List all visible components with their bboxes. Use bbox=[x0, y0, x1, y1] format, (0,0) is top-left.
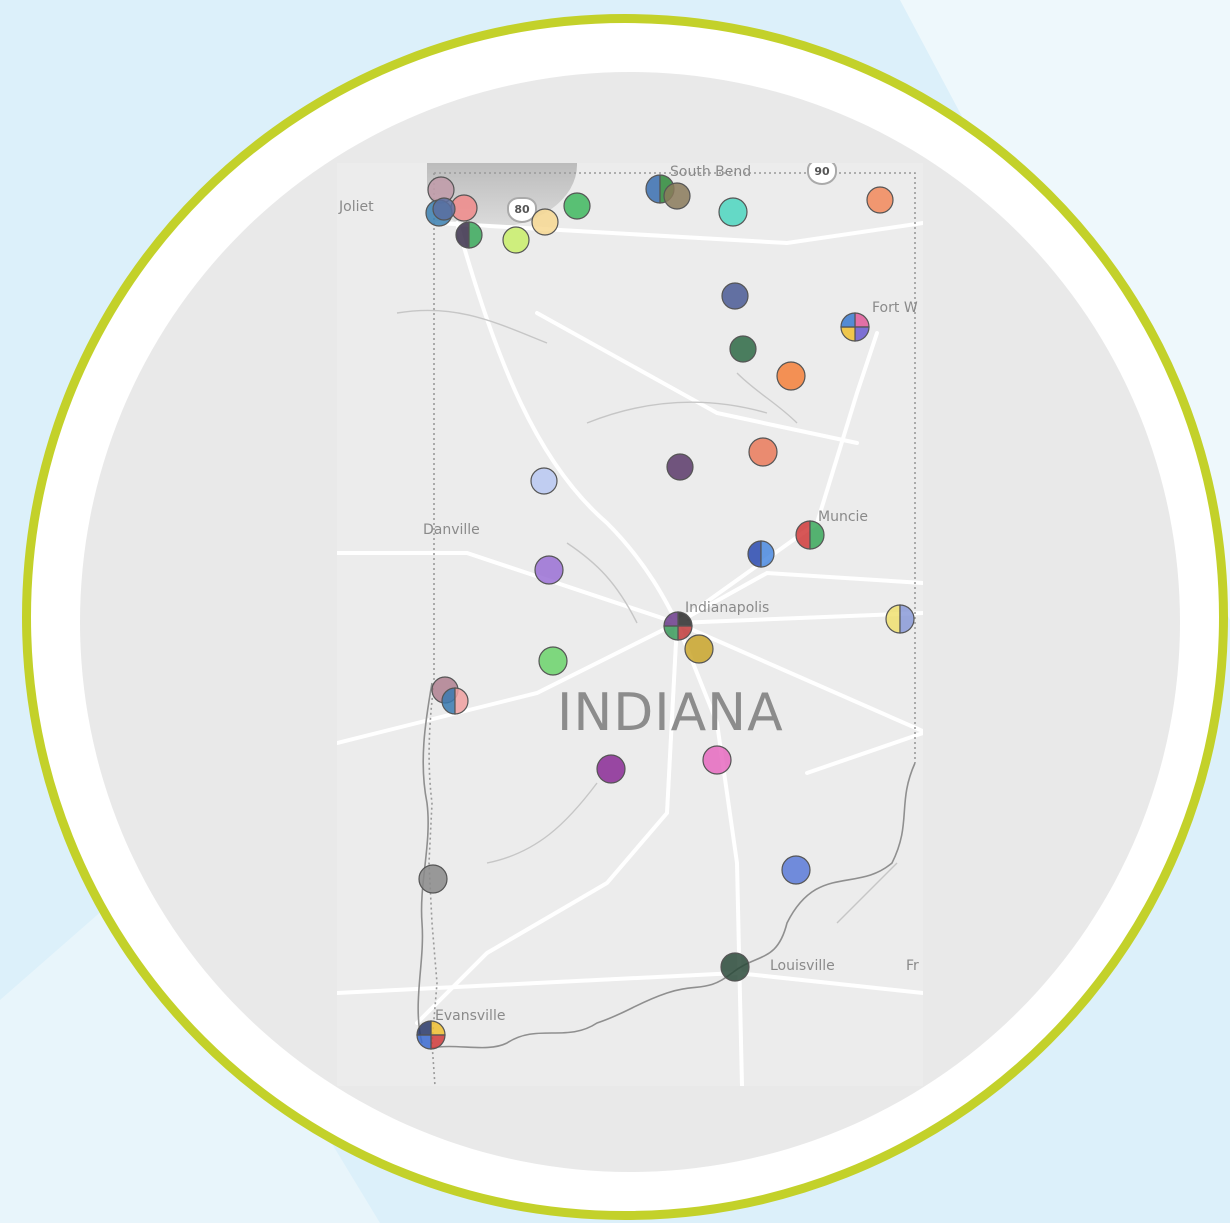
city-label-louisville: Louisville bbox=[770, 958, 835, 974]
state-label: INDIANA bbox=[557, 683, 784, 743]
map-marker[interactable] bbox=[441, 687, 456, 715]
city-label-indianapolis: Indianapolis bbox=[685, 600, 770, 616]
map-marker[interactable] bbox=[866, 186, 894, 214]
map-marker[interactable] bbox=[760, 540, 775, 568]
map-marker[interactable] bbox=[596, 754, 626, 784]
map-marker[interactable] bbox=[530, 467, 558, 495]
map-marker[interactable] bbox=[899, 604, 915, 634]
map-marker[interactable] bbox=[720, 952, 750, 982]
map-marker[interactable] bbox=[663, 182, 691, 210]
map-marker[interactable] bbox=[502, 226, 530, 254]
map-marker[interactable] bbox=[534, 555, 564, 585]
map-marker[interactable] bbox=[538, 646, 568, 676]
indiana-map[interactable]: 80 90 Joliet South Bend Fort W Danville … bbox=[337, 163, 923, 1086]
map-marker[interactable] bbox=[781, 855, 811, 885]
map-marker[interactable] bbox=[563, 192, 591, 220]
map-marker[interactable] bbox=[795, 520, 811, 550]
map-marker[interactable] bbox=[747, 540, 762, 568]
map-marker[interactable] bbox=[721, 282, 749, 310]
map-marker[interactable] bbox=[885, 604, 901, 634]
city-label-fr: Fr bbox=[906, 958, 919, 974]
map-marker[interactable] bbox=[684, 634, 714, 664]
map-marker[interactable] bbox=[645, 174, 661, 204]
map-marker[interactable] bbox=[748, 437, 778, 467]
map-marker[interactable] bbox=[416, 1020, 446, 1050]
map-marker[interactable] bbox=[454, 687, 469, 715]
map-marker[interactable] bbox=[531, 208, 559, 236]
city-label-south-bend: South Bend bbox=[670, 164, 752, 180]
map-marker[interactable] bbox=[718, 197, 748, 227]
map-marker[interactable] bbox=[809, 520, 825, 550]
city-label-joliet: Joliet bbox=[339, 199, 374, 215]
map-marker[interactable] bbox=[663, 611, 693, 641]
map-roads-and-borders bbox=[337, 172, 923, 1086]
map-marker[interactable] bbox=[729, 335, 757, 363]
city-label-danville: Danville bbox=[423, 522, 480, 538]
city-label-muncie: Muncie bbox=[818, 509, 869, 525]
map-marker[interactable] bbox=[840, 312, 870, 342]
interstate-90-shield: 90 bbox=[807, 163, 837, 185]
data-markers-layer[interactable] bbox=[337, 163, 923, 1086]
city-label-evansville: Evansville bbox=[435, 1008, 506, 1024]
map-marker[interactable] bbox=[776, 361, 806, 391]
map-marker[interactable] bbox=[432, 197, 456, 221]
map-marker[interactable] bbox=[666, 453, 694, 481]
map-marker[interactable] bbox=[418, 864, 448, 894]
map-marker[interactable] bbox=[702, 745, 732, 775]
city-label-fort-wayne: Fort W bbox=[872, 300, 918, 316]
map-marker[interactable] bbox=[468, 221, 483, 249]
map-marker[interactable] bbox=[455, 221, 470, 249]
